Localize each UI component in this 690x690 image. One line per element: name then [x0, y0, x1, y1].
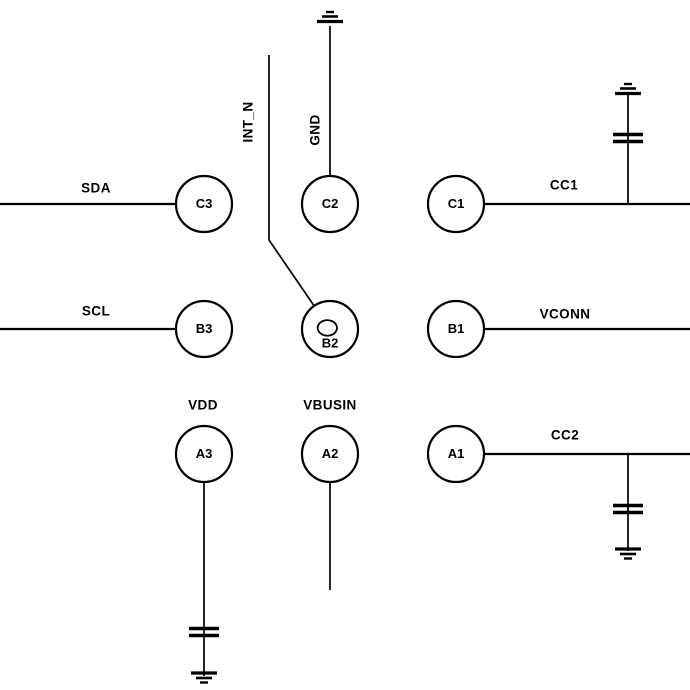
ground-symbol-gnd_cc2 [615, 547, 641, 560]
capacitor-group [189, 132, 643, 638]
pin-circle-c2[interactable] [300, 174, 360, 234]
ground-symbol-gnd_c2 [317, 10, 343, 24]
pin-circle-c1[interactable] [426, 174, 486, 234]
net-label-vbusin: VBUSIN [303, 398, 356, 413]
net-label-sda: SDA [81, 181, 111, 196]
pin-circle-c3[interactable] [174, 174, 234, 234]
pin-label-b1: B1 [448, 321, 465, 336]
pin-circle-a2[interactable] [300, 424, 360, 484]
wire-int-n [268, 55, 331, 330]
pin-label-a1: A1 [448, 446, 465, 461]
pin-label-c3: C3 [196, 196, 213, 211]
junction-ellipse-icon [316, 319, 338, 337]
pin-circle-a1[interactable] [426, 424, 486, 484]
net-label-vconn: VCONN [540, 307, 591, 322]
pin-node-c1[interactable]: C1 [426, 174, 486, 234]
b2-junction-marker [316, 319, 338, 337]
pin-node-c3[interactable]: C3 [174, 174, 234, 234]
pin-circle-b1[interactable] [426, 299, 486, 359]
pin-label-b3: B3 [196, 321, 213, 336]
pin-node-a2[interactable]: A2 [300, 424, 360, 484]
ground-symbol-gnd_cc1 [615, 82, 641, 96]
wire-group [0, 26, 690, 676]
pin-node-a1[interactable]: A1 [426, 424, 486, 484]
net-label-scl: SCL [82, 304, 110, 319]
pin-node-a3[interactable]: A3 [174, 424, 234, 484]
net-label-cc2: CC2 [551, 428, 579, 443]
net-label-int_n: INT_N [241, 101, 256, 142]
pin-label-a2: A2 [322, 446, 339, 461]
net-label-vdd: VDD [188, 398, 218, 413]
pin-label-a3: A3 [196, 446, 213, 461]
pin-node-b2[interactable]: B2 [300, 299, 360, 359]
ground-symbol-group [191, 10, 641, 684]
capacitor-c_cc2 [613, 503, 643, 515]
pin-circle-a3[interactable] [174, 424, 234, 484]
pin-node-b3[interactable]: B3 [174, 299, 234, 359]
capacitor-c_cc1 [613, 132, 643, 144]
pin-label-c2: C2 [322, 196, 339, 211]
pin-node-c2[interactable]: C2 [300, 174, 360, 234]
pin-label-b2: B2 [322, 335, 339, 350]
pin-circle-b2[interactable] [300, 299, 360, 359]
pin-circle-b3[interactable] [174, 299, 234, 359]
ground-symbol-gnd_vdd [191, 671, 217, 684]
capacitor-c_vdd [189, 626, 219, 638]
net-label-gnd: GND [308, 114, 323, 145]
net-label-cc1: CC1 [550, 178, 578, 193]
pin-label-c1: C1 [448, 196, 465, 211]
pin-node-b1[interactable]: B1 [426, 299, 486, 359]
